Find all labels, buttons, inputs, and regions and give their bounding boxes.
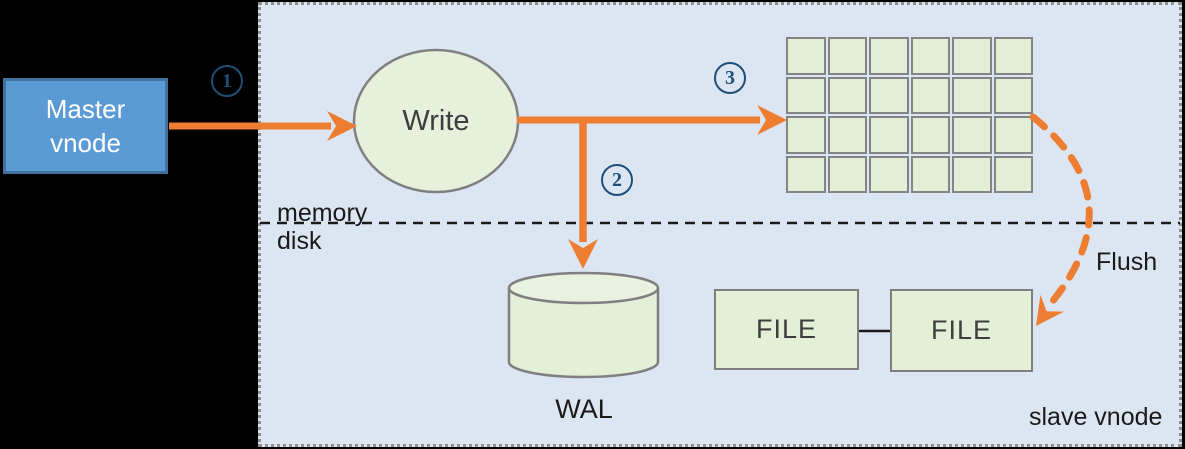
memtable-cell	[910, 116, 950, 154]
memtable-cell	[910, 37, 950, 75]
master-vnode-label-line1: Master	[45, 94, 126, 124]
memtable-cell	[869, 76, 909, 114]
memtable-grid	[786, 37, 1033, 193]
memtable-cell	[786, 37, 826, 75]
memtable-cell	[786, 116, 826, 154]
memtable-cell	[869, 155, 909, 193]
file-box-2-label: FILE	[930, 315, 993, 345]
memtable-cell	[827, 37, 867, 75]
memtable-cell	[993, 155, 1033, 193]
step-3-badge: 3	[714, 62, 746, 94]
master-vnode-label-line2: vnode	[50, 128, 121, 158]
file-box-2: FILE	[890, 289, 1033, 372]
slave-vnode-label: slave vnode	[1029, 403, 1163, 431]
memtable-cell	[952, 37, 992, 75]
memtable-cell	[993, 76, 1033, 114]
step-1-number: 1	[222, 69, 232, 92]
file-box-1-label: FILE	[755, 314, 818, 344]
memtable-cell	[952, 76, 992, 114]
memory-label: memory	[277, 199, 368, 227]
step-2-badge: 2	[601, 164, 633, 196]
step-3-number: 3	[725, 66, 735, 89]
memtable-cell	[952, 116, 992, 154]
wal-label: WAL	[555, 394, 613, 424]
memtable-cell	[827, 76, 867, 114]
step-2-number: 2	[612, 168, 622, 191]
memtable-cell	[993, 37, 1033, 75]
memtable-cell	[827, 116, 867, 154]
file-box-1: FILE	[714, 289, 859, 370]
memtable-cell	[910, 76, 950, 114]
write-label: Write	[402, 105, 470, 137]
master-vnode-box: Master vnode	[3, 78, 168, 174]
disk-label: disk	[277, 227, 322, 255]
memtable-cell	[993, 116, 1033, 154]
memtable-cell	[952, 155, 992, 193]
memtable-cell	[827, 155, 867, 193]
memtable-cell	[910, 155, 950, 193]
flush-label: Flush	[1096, 248, 1158, 276]
memtable-cell	[786, 76, 826, 114]
memtable-cell	[869, 116, 909, 154]
step-1-badge: 1	[211, 65, 243, 97]
memtable-cell	[869, 37, 909, 75]
memtable-cell	[786, 155, 826, 193]
